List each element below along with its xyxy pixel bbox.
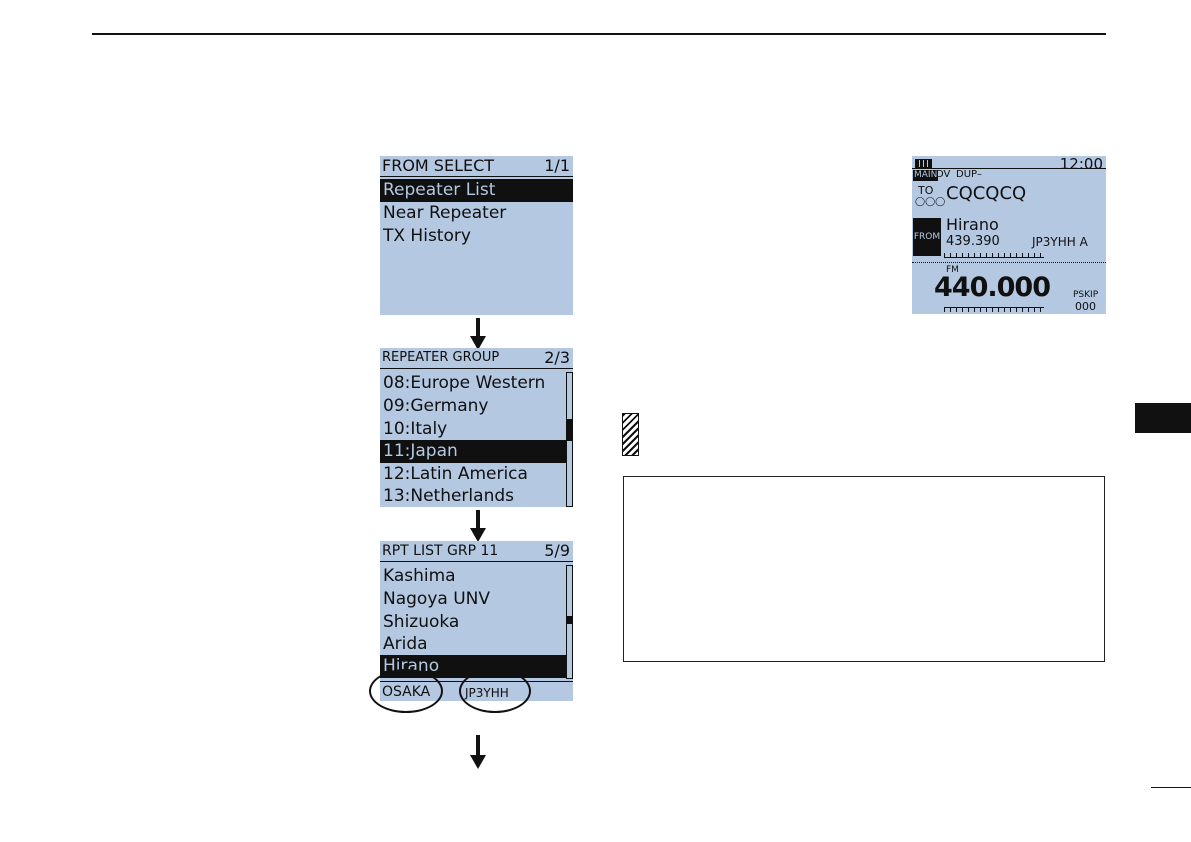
- screen-title: REPEATER GROUP: [382, 350, 500, 365]
- to-label: TO: [918, 184, 934, 197]
- page-indicator: 5/9: [544, 541, 570, 560]
- list-item[interactable]: Shizuoka: [383, 612, 460, 632]
- scrollbar[interactable]: [566, 565, 573, 679]
- list-item[interactable]: 12:Latin America: [383, 464, 528, 484]
- from-badge: FROM: [913, 218, 941, 256]
- scrollbar[interactable]: [566, 372, 573, 507]
- from-select-screen: FROM SELECT 1/1 Repeater List Near Repea…: [380, 156, 573, 315]
- page-indicator: 1/1: [544, 156, 570, 175]
- clock: 12:00: [1059, 156, 1103, 173]
- main-display-screen: 12:00 MAIN DV DUP– TO ◯◯◯ CQCQCQ FROM Hi…: [912, 156, 1106, 314]
- info-box: [623, 476, 1105, 662]
- duplex-label: DUP–: [956, 169, 983, 180]
- list-item[interactable]: 10:Italy: [383, 419, 448, 439]
- pskip-label: PSKIP: [1073, 290, 1099, 300]
- battery-icon: [915, 159, 932, 168]
- from-name[interactable]: Hirano: [946, 215, 999, 234]
- top-rule: [92, 33, 1106, 35]
- from-callsign: JP3YHH A: [1032, 235, 1088, 249]
- list-item[interactable]: 09:Germany: [383, 396, 489, 416]
- list-item-near-repeater[interactable]: Near Repeater: [383, 203, 507, 223]
- band-badge: MAIN: [913, 170, 939, 181]
- memory-channel: 000: [1075, 300, 1096, 313]
- page-indicator: 2/3: [544, 348, 570, 367]
- page-number-rule: [1151, 787, 1191, 788]
- list-item-japan[interactable]: 11:Japan: [380, 440, 566, 463]
- section-tab: [1135, 403, 1191, 433]
- highlight-oval: [369, 669, 443, 713]
- fm-label: FM: [946, 265, 959, 275]
- note-icon: [622, 413, 639, 456]
- list-item[interactable]: Kashima: [383, 566, 456, 586]
- list-item[interactable]: Nagoya UNV: [383, 589, 490, 609]
- repeater-group-screen: REPEATER GROUP 2/3 08:Europe Western 09:…: [380, 348, 573, 507]
- list-item[interactable]: Arida: [383, 634, 428, 654]
- mode-label: DV: [936, 169, 951, 180]
- list-item[interactable]: 08:Europe Western: [383, 373, 546, 393]
- s-meter-top: [944, 253, 1044, 258]
- s-meter-bottom: [944, 307, 1044, 312]
- to-callsign[interactable]: CQCQCQ: [946, 183, 1027, 204]
- to-icon: ◯◯◯: [915, 197, 946, 207]
- list-item-tx-history[interactable]: TX History: [383, 226, 471, 246]
- screen-title: RPT LIST GRP 11: [382, 543, 499, 559]
- divider: [912, 262, 1106, 263]
- list-item-repeater-list[interactable]: Repeater List: [380, 179, 573, 202]
- from-frequency: 439.390: [946, 234, 1000, 249]
- highlight-oval: [459, 669, 531, 713]
- list-item[interactable]: 13:Netherlands: [383, 486, 514, 506]
- screen-title: FROM SELECT: [382, 156, 495, 175]
- main-frequency[interactable]: 440.000: [934, 272, 1051, 303]
